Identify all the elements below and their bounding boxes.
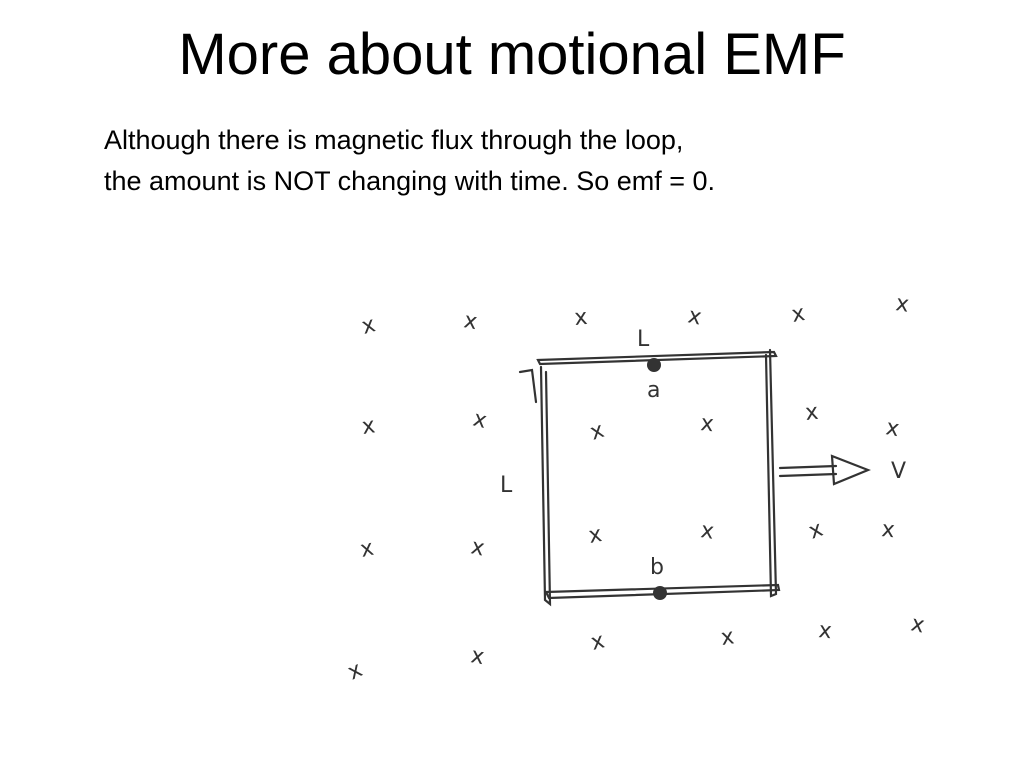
point-b-dot [653, 586, 667, 600]
field-marker: x [588, 628, 607, 655]
field-marker: x [359, 312, 378, 340]
field-marker: x [817, 618, 833, 644]
velocity-label: V [891, 459, 906, 484]
field-marker: x [587, 418, 607, 446]
field-marker: x [804, 400, 820, 426]
field-marker: x [790, 301, 807, 328]
field-marker: x [884, 415, 901, 442]
slide-body: Although there is magnetic flux through … [104, 120, 924, 201]
conducting-loop [518, 348, 781, 607]
field-marker: x [471, 407, 490, 434]
left-side-length-label: L [500, 473, 513, 498]
body-line-2: the amount is NOT changing with time. So… [104, 165, 716, 196]
field-marker: x [894, 291, 910, 318]
field-marker: x [469, 643, 486, 670]
point-a-label: a [647, 378, 660, 403]
field-marker: x [358, 536, 376, 563]
magnetic-field-markers: x x x x x x x x x x x x x x x x x x x x … [344, 291, 927, 685]
velocity-arrow [778, 454, 871, 486]
top-side-length-label: L [637, 327, 650, 352]
field-marker: x [699, 518, 715, 545]
field-marker: x [719, 624, 735, 651]
point-a-dot [647, 358, 661, 372]
point-b-label: b [650, 555, 664, 580]
field-marker: x [587, 522, 604, 549]
slide-title: More about motional EMF [178, 22, 846, 87]
field-marker: x [469, 534, 487, 561]
field-marker: x [360, 413, 376, 440]
field-marker: x [344, 657, 366, 685]
loop-corner-stroke [518, 368, 538, 404]
field-marker: x [573, 305, 588, 331]
field-marker: x [686, 303, 704, 330]
field-marker: x [462, 308, 479, 335]
field-marker: x [909, 611, 927, 638]
body-line-1: Although there is magnetic flux through … [104, 125, 684, 155]
field-marker: x [699, 411, 715, 437]
field-marker: x [880, 517, 896, 543]
field-marker: x [806, 517, 827, 545]
